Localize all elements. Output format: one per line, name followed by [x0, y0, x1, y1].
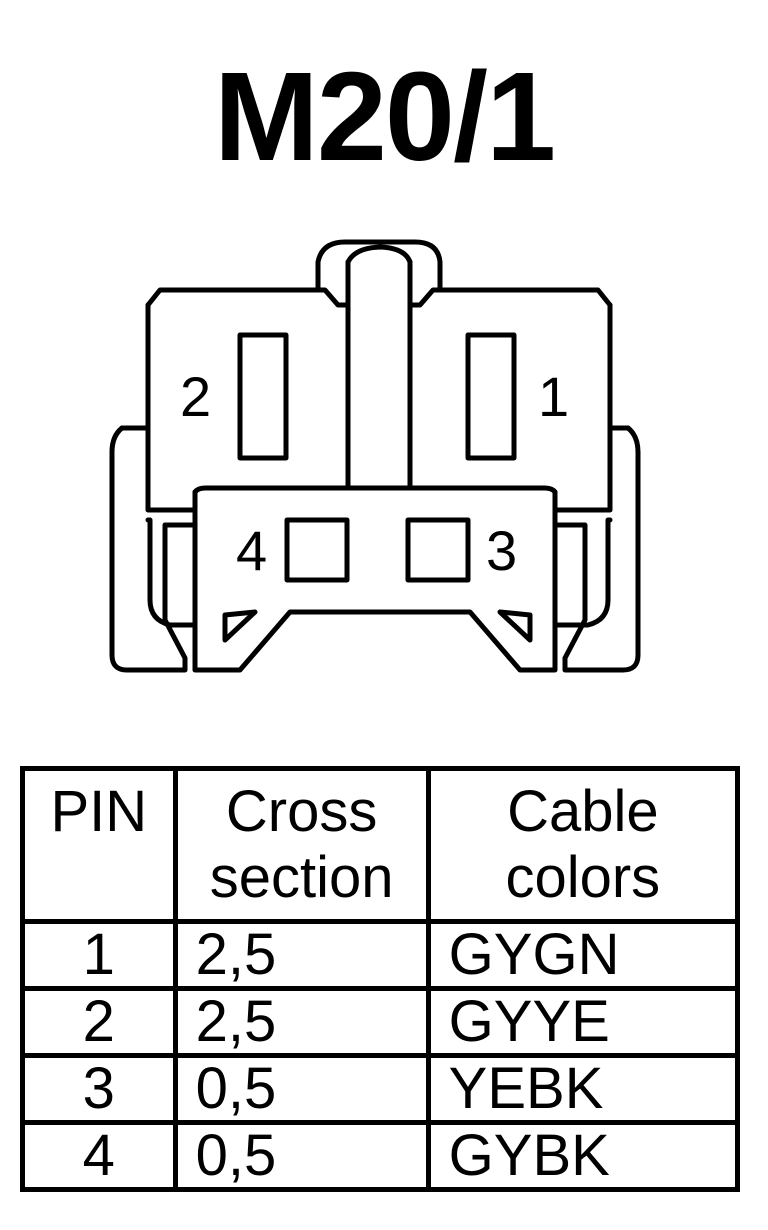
cell-cable-color: GYYE [425, 986, 741, 1058]
table-row: 3 0,5 YEBK [20, 1053, 741, 1125]
table-row: 2 2,5 GYYE [20, 986, 741, 1058]
header-pin: PIN [20, 766, 178, 924]
cell-pin: 3 [20, 1053, 178, 1125]
table-header-row: PIN Cross section Cable colors [20, 766, 741, 924]
cell-pin: 2 [20, 986, 178, 1058]
pin-4-cavity [284, 517, 350, 583]
pin-3-label: 3 [486, 519, 517, 582]
cell-cable-color: GYBK [425, 1120, 741, 1192]
lower-block [192, 489, 558, 673]
pin-2-cavity [237, 332, 289, 461]
connector-diagram: 2 1 4 3 [109, 239, 641, 673]
cell-cross-section: 0,5 [172, 1120, 431, 1192]
cell-cross-section: 2,5 [172, 986, 431, 1058]
pin-1-cavity [465, 332, 517, 461]
connector-housing [109, 244, 641, 673]
header-cable-colors: Cable colors [425, 766, 741, 924]
pin-3-cavity [405, 517, 471, 583]
pin-assignment-table: PIN Cross section Cable colors 1 2,5 GYG… [20, 766, 741, 1192]
table-row: 1 2,5 GYGN [20, 919, 741, 991]
header-cross-section: Cross section [172, 766, 431, 924]
table-row: 4 0,5 GYBK [20, 1120, 741, 1192]
right-key-triangle [497, 609, 533, 643]
pin-4-label: 4 [236, 519, 267, 582]
connector-title: M20/1 [213, 46, 556, 187]
right-flange [552, 425, 631, 628]
pin-2-label: 2 [180, 365, 211, 428]
cell-cross-section: 0,5 [172, 1053, 431, 1125]
cell-cross-section: 2,5 [172, 919, 431, 991]
left-flange [119, 425, 198, 628]
cell-cable-color: YEBK [425, 1053, 741, 1125]
cell-pin: 1 [20, 919, 178, 991]
pin-1-label: 1 [538, 365, 569, 428]
upper-block [145, 302, 198, 513]
cell-cable-color: GYGN [425, 919, 741, 991]
cell-pin: 4 [20, 1120, 178, 1192]
left-key-triangle [222, 609, 258, 643]
latch-outline [315, 239, 443, 293]
